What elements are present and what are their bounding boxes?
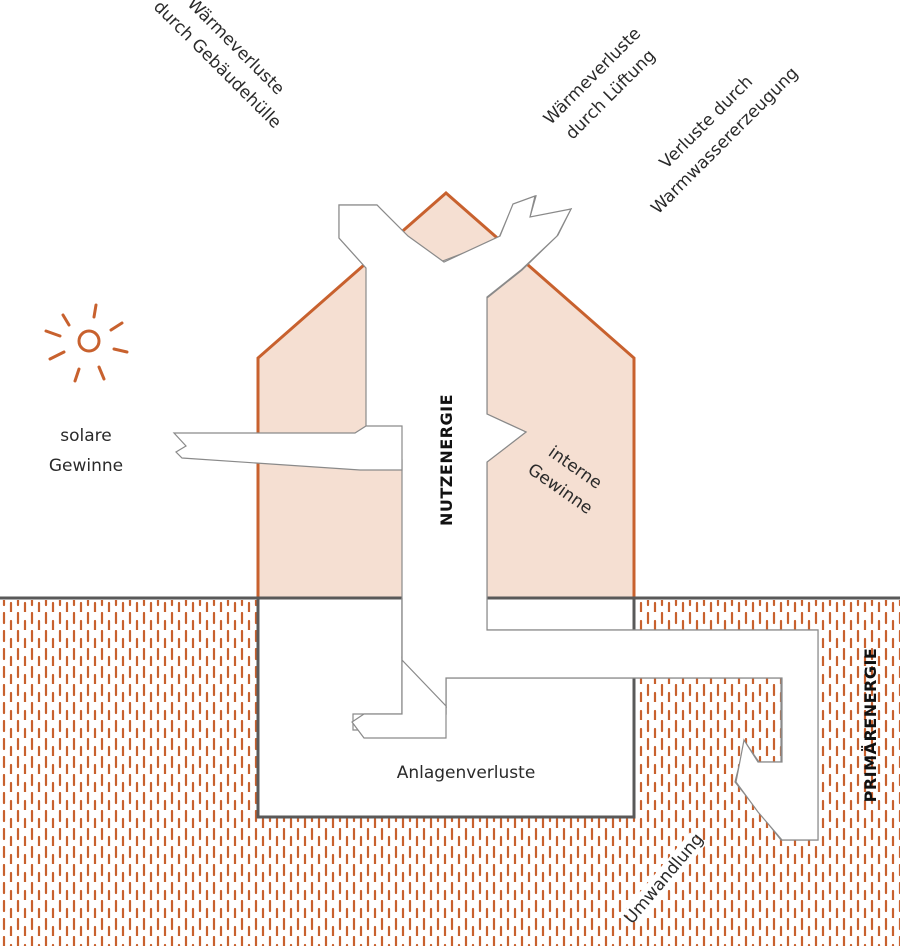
flow-shapes [172, 195, 819, 841]
sun-icon [44, 303, 129, 383]
label-nutzenergie: NUTZENERGIE [437, 394, 456, 526]
label-solare-gewinne: solare Gewinne [49, 426, 123, 476]
anlagenverluste-arrow [351, 598, 447, 739]
label-waermeverluste-lueftung: Wärmeverluste durch Lüftung [540, 24, 660, 144]
svg-text:Gewinne: Gewinne [49, 456, 123, 476]
svg-text:Warmwassererzeugung: Warmwassererzeugung [647, 63, 802, 218]
label-verluste-warmwasser: Verluste durch Warmwassererzeugung [647, 63, 802, 218]
svg-text:solare: solare [60, 426, 111, 446]
label-primaerenergie: PRIMÄRENERGIE [861, 648, 880, 803]
label-waermeverluste-huelle: Wärmeverluste durch Gebäudehülle [149, 0, 288, 133]
solar-gain-arrow [172, 425, 403, 471]
label-anlagenverluste: Anlagenverluste [397, 763, 536, 783]
